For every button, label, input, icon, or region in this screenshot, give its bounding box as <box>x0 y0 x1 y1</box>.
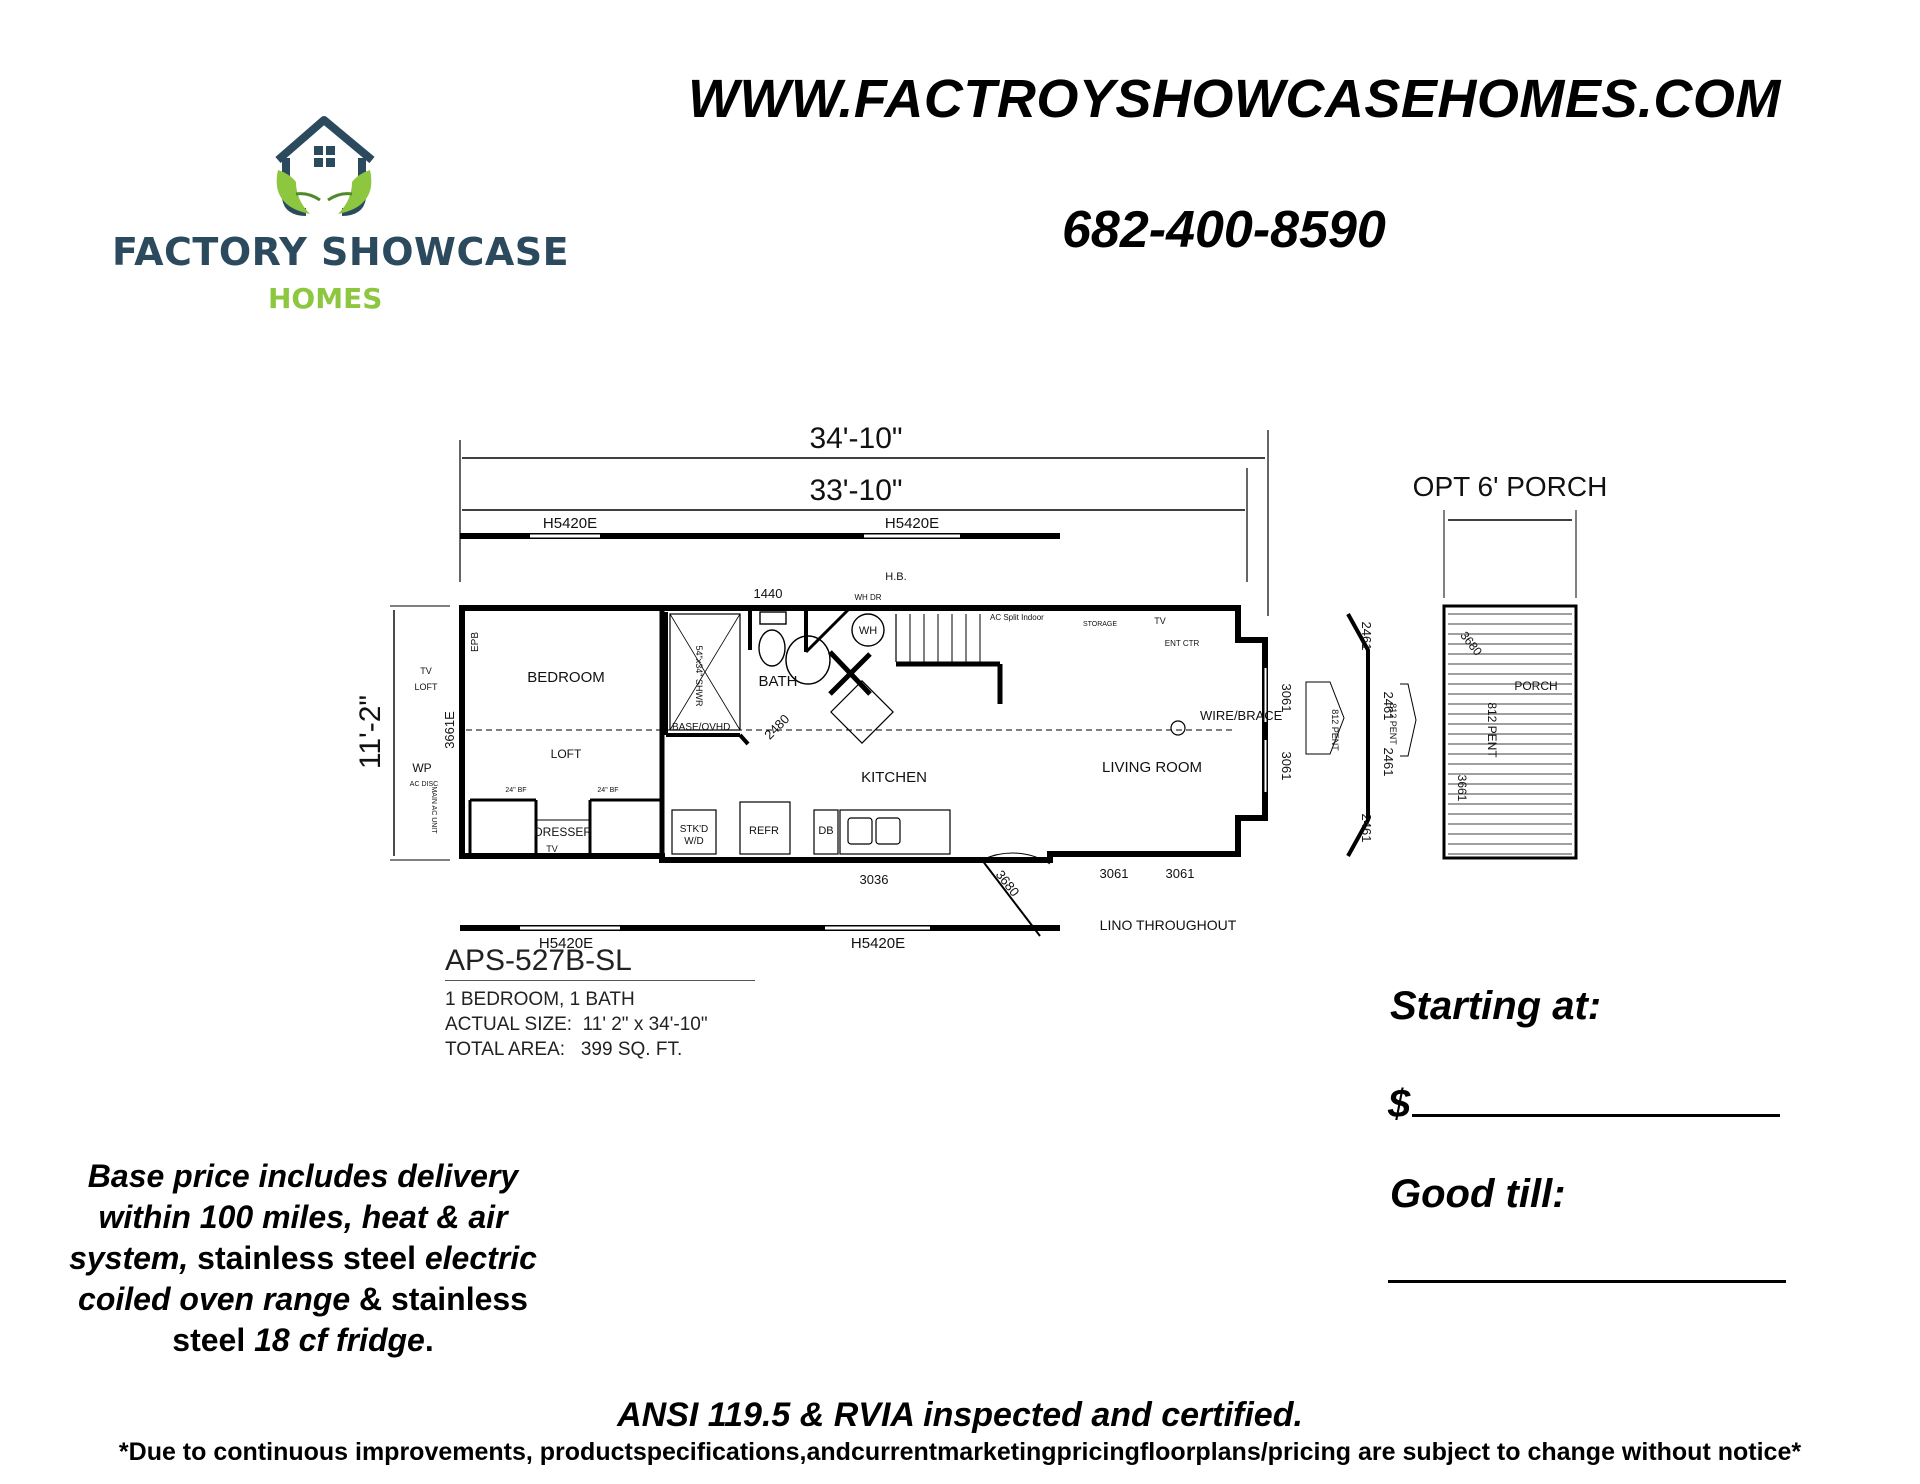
main-ac-label: MAIN AC UNIT <box>430 786 437 834</box>
house-leaf-icon <box>275 116 375 216</box>
currency-symbol: $ <box>1388 1082 1411 1126</box>
pent-label: 812 PENT <box>1388 703 1398 745</box>
window-3061: 3061 <box>1279 684 1294 713</box>
model-rooms: 1 BEDROOM, 1 BATH <box>445 989 635 1010</box>
model-size: ACTUAL SIZE: 11' 2" x 34'-10" <box>445 1014 708 1035</box>
tv-label: TV <box>1154 616 1166 626</box>
dim-overall-length: 34'-10" <box>809 422 902 455</box>
room-bath: BATH <box>759 673 798 690</box>
porch-label: PORCH <box>1514 679 1557 693</box>
base-ovhd-label: BASE/OVHD <box>672 722 730 733</box>
ac-disc-label: AC DISC <box>410 781 438 788</box>
window-3061: 3061 <box>1279 752 1294 781</box>
logo-subtitle: HOMES <box>268 282 383 315</box>
base-price-text: electric coiled oven range <box>78 1240 537 1317</box>
certification-note: ANSI 119.5 & RVIA inspected and certifie… <box>617 1396 1303 1434</box>
window-3036: 3036 <box>860 872 889 887</box>
window-label: H5420E <box>851 935 905 952</box>
model-name: APS-527B-SL <box>445 944 632 977</box>
lino-label: LINO THROUGHOUT <box>1100 917 1237 933</box>
base-price-statement: Base price includes delivery within 100 … <box>38 1156 568 1361</box>
company-logo <box>275 116 375 216</box>
tv-label: TV <box>546 844 558 854</box>
window-3061: 3061 <box>1166 866 1195 881</box>
room-bedroom: BEDROOM <box>527 669 605 686</box>
wh-door-label: WH DR <box>854 593 881 602</box>
window-2461: 2461 <box>1359 622 1374 651</box>
wp-label: WP <box>412 761 431 775</box>
base-price-text: Base price includes delivery within 100 … <box>69 1158 519 1276</box>
epb-label: EPB <box>470 632 481 652</box>
loft-label: LOFT <box>414 682 438 692</box>
refr-label: REFR <box>749 825 779 837</box>
hose-bib-label: H.B. <box>885 571 906 583</box>
pent-label: 812 PENT <box>1485 702 1499 758</box>
phone-number: 682-400-8590 <box>1062 201 1386 259</box>
disclaimer: *Due to continuous improvements, product… <box>118 1438 1802 1466</box>
base-price-text: . <box>424 1322 434 1358</box>
dresser-label: DRESSER <box>534 825 592 839</box>
good-till-label: Good till: <box>1390 1172 1566 1216</box>
room-loft: LOFT <box>551 747 582 761</box>
wire-brace-label: WIRE/BRACE <box>1200 708 1283 723</box>
storage-label: STORAGE <box>1083 621 1117 628</box>
washer-dryer-label: STK'D <box>680 824 709 835</box>
dim-width: 11'-2" <box>354 695 387 769</box>
window-2461: 2461 <box>1381 692 1396 721</box>
window-label: H5420E <box>885 515 939 532</box>
ent-ctr-label: ENT CTR <box>1165 639 1200 648</box>
window-2461: 2461 <box>1381 748 1396 777</box>
dim-porch: OPT 6' PORCH <box>1413 471 1608 502</box>
bookshelf-label: 24" BF <box>597 787 618 794</box>
room-living: LIVING ROOM <box>1102 759 1202 776</box>
base-price-text: stainless steel <box>188 1240 425 1276</box>
washer-dryer-label: W/D <box>684 836 703 847</box>
website-url: WWW.FACTROYSHOWCASEHOMES.COM <box>688 69 1781 129</box>
good-till-blank <box>1388 1280 1786 1283</box>
door-3661: 3661 <box>1455 775 1469 802</box>
window-2480: 2480 <box>761 711 792 742</box>
base-price-text: 18 cf fridge <box>254 1322 425 1358</box>
window-label: H5420E <box>539 935 593 952</box>
model-area: TOTAL AREA: 399 SQ. FT. <box>445 1039 683 1060</box>
floor-plan: 34'-10" 33'-10" 11'-2" OPT 6' PORCH H542… <box>354 422 1608 952</box>
dim-box-length: 33'-10" <box>809 474 902 507</box>
price-field: $ <box>1388 1080 1781 1127</box>
tv-label: TV <box>420 666 432 676</box>
window-3061: 3061 <box>1100 866 1129 881</box>
water-heater-label: WH <box>859 625 877 637</box>
room-kitchen: KITCHEN <box>861 769 927 786</box>
ac-split-label: AC Split Indoor <box>990 613 1044 622</box>
window-label: H5420E <box>543 515 597 532</box>
base-price-text: & stainless steel <box>172 1281 528 1358</box>
window-2461: 2461 <box>1359 814 1374 843</box>
model-info: APS-527B-SL 1 BEDROOM, 1 BATH ACTUAL SIZ… <box>445 944 785 1062</box>
pent-label: 812 PENT <box>1330 709 1340 751</box>
logo-wordmark: FACTORY SHOWCASE <box>112 230 570 274</box>
starting-at-label: Starting at: <box>1390 984 1602 1028</box>
db-label: DB <box>818 825 833 837</box>
shower-label: 54"x34" SHWR <box>694 646 704 707</box>
window-3661e: 3661E <box>442 711 457 749</box>
bookshelf-label: 24" BF <box>505 787 526 794</box>
door-3680: 3680 <box>993 867 1023 899</box>
model-divider <box>445 980 755 981</box>
price-blank <box>1412 1080 1781 1117</box>
window-1440: 1440 <box>754 586 783 601</box>
